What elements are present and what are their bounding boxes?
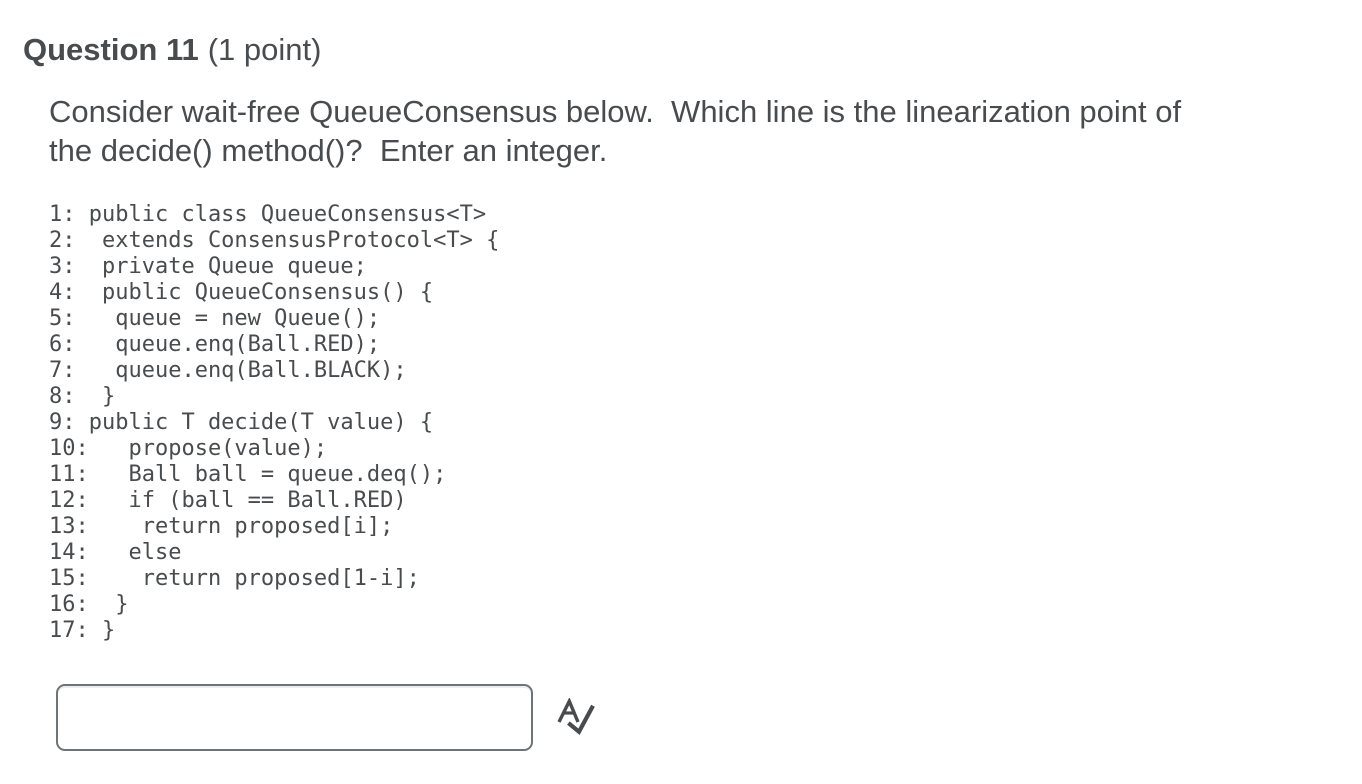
code-line: 3: private Queue queue; [49, 254, 367, 279]
spell-check-button[interactable] [552, 698, 596, 738]
code-line: 4: public QueueConsensus() { [49, 280, 434, 305]
code-line: 15: return proposed[1-i]; [49, 566, 420, 591]
code-line: 10: propose(value); [49, 436, 328, 461]
question-title: Question 11 [23, 32, 199, 67]
spell-check-icon [552, 698, 596, 738]
code-line: 14: else [49, 540, 182, 565]
code-line: 13: return proposed[i]; [49, 514, 394, 539]
code-line: 6: queue.enq(Ball.RED); [49, 332, 381, 357]
code-line: 17: } [49, 618, 116, 643]
code-line: 7: queue.enq(Ball.BLACK); [49, 358, 407, 383]
code-line: 9: public T decide(T value) { [49, 410, 434, 435]
code-line: 16: } [49, 592, 129, 617]
answer-input[interactable] [56, 684, 533, 751]
code-line: 2: extends ConsensusProtocol<T> { [49, 228, 500, 253]
question-text: Consider wait-free QueueConsensus below.… [49, 92, 1181, 170]
question-header: Question 11(1 point) [23, 31, 321, 69]
question-text-line: Consider wait-free QueueConsensus below.… [49, 94, 1182, 129]
answer-row [56, 684, 533, 751]
code-line: 8: } [49, 384, 116, 409]
code-block: 1: public class QueueConsensus<T> 2: ext… [49, 202, 499, 644]
code-line: 1: public class QueueConsensus<T> [49, 202, 487, 227]
code-line: 5: queue = new Queue(); [49, 306, 381, 331]
code-line: 11: Ball ball = queue.deq(); [49, 462, 447, 487]
question-text-line: the decide() method()? Enter an integer. [49, 133, 608, 168]
question-points: (1 point) [207, 32, 322, 67]
code-line: 12: if (ball == Ball.RED) [49, 488, 407, 513]
